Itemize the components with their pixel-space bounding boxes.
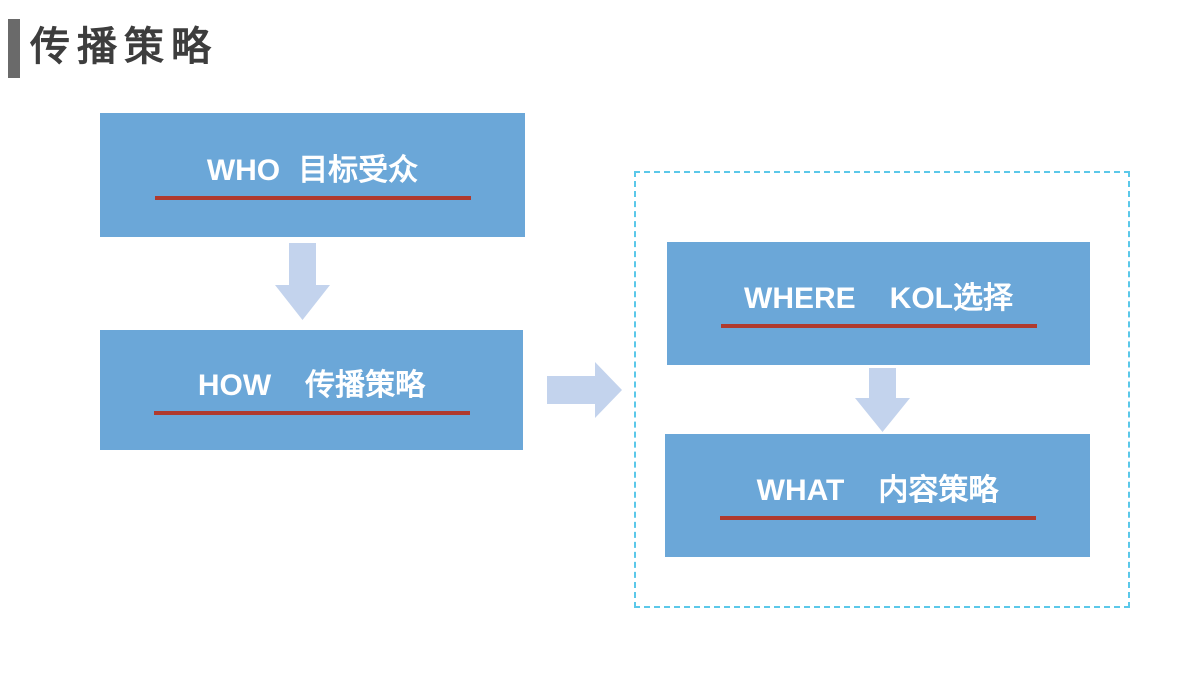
right-arrow-icon <box>547 362 622 418</box>
down-arrow-icon <box>855 368 910 432</box>
strategy-group-frame <box>634 171 1130 608</box>
node-where-label: KOL选择 <box>889 282 1013 315</box>
node-how-underline <box>153 410 470 415</box>
node-where-text: WHERE KOL选择 <box>744 279 1013 319</box>
node-where-keyword: WHERE <box>744 282 856 315</box>
node-who-text: WHO 目标受众 <box>207 151 418 191</box>
node-who-underline <box>154 195 471 200</box>
node-what-label: 内容策略 <box>878 474 999 507</box>
down-arrow-icon <box>275 243 330 320</box>
node-who-label: 目标受众 <box>298 153 419 187</box>
down-arrow-shape <box>275 243 330 320</box>
node-how-keyword: HOW <box>197 368 272 402</box>
node-how[interactable]: HOW 传播策略 <box>100 330 523 450</box>
node-how-text: HOW 传播策略 <box>198 366 425 406</box>
node-where[interactable]: WHERE KOL选择 <box>667 242 1090 365</box>
node-what-text: WHAT 内容策略 <box>757 471 999 511</box>
node-where-underline <box>720 324 1037 328</box>
node-what[interactable]: WHAT 内容策略 <box>665 434 1090 557</box>
node-what-keyword: WHAT <box>756 474 845 507</box>
page-title: 传播策略 <box>30 25 218 69</box>
down-arrow-shape <box>855 368 910 432</box>
node-who-keyword: WHO <box>206 153 281 187</box>
title-accent-bar <box>8 19 20 78</box>
node-who[interactable]: WHO 目标受众 <box>100 113 525 237</box>
right-arrow-shape <box>547 362 622 418</box>
node-what-underline <box>719 516 1036 520</box>
node-how-label: 传播策略 <box>305 368 426 402</box>
